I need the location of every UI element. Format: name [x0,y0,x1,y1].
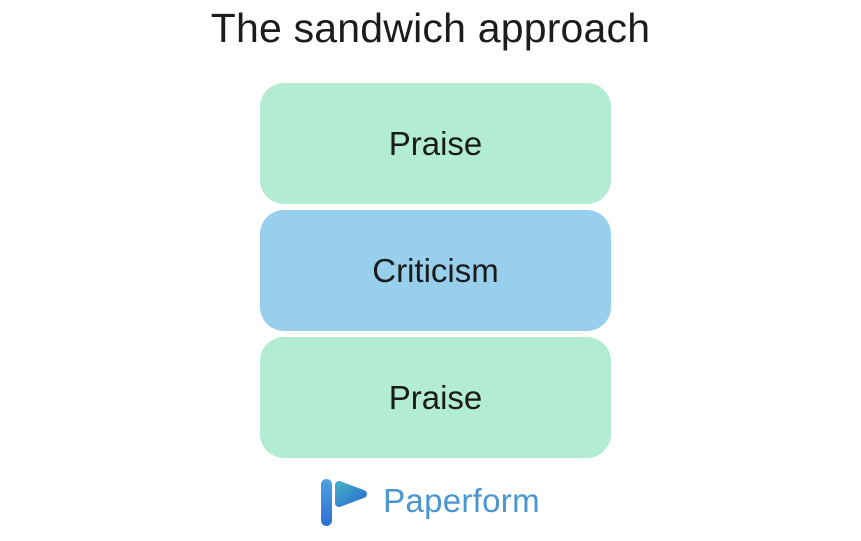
diagram-box-praise-bottom: Praise [260,337,611,458]
box-label: Praise [388,378,483,416]
paperform-logo-icon [321,479,368,526]
box-label: Praise [388,124,483,162]
diagram-box-praise-top: Praise [260,83,611,204]
box-label: Criticism [372,251,499,289]
paperform-logo: Paperform [0,477,861,526]
page-title: The sandwich approach [210,5,651,51]
diagram-box-criticism: Criticism [260,210,611,331]
sandwich-diagram: Praise Criticism Praise [260,83,611,458]
paperform-logo-text: Paperform [383,482,540,519]
